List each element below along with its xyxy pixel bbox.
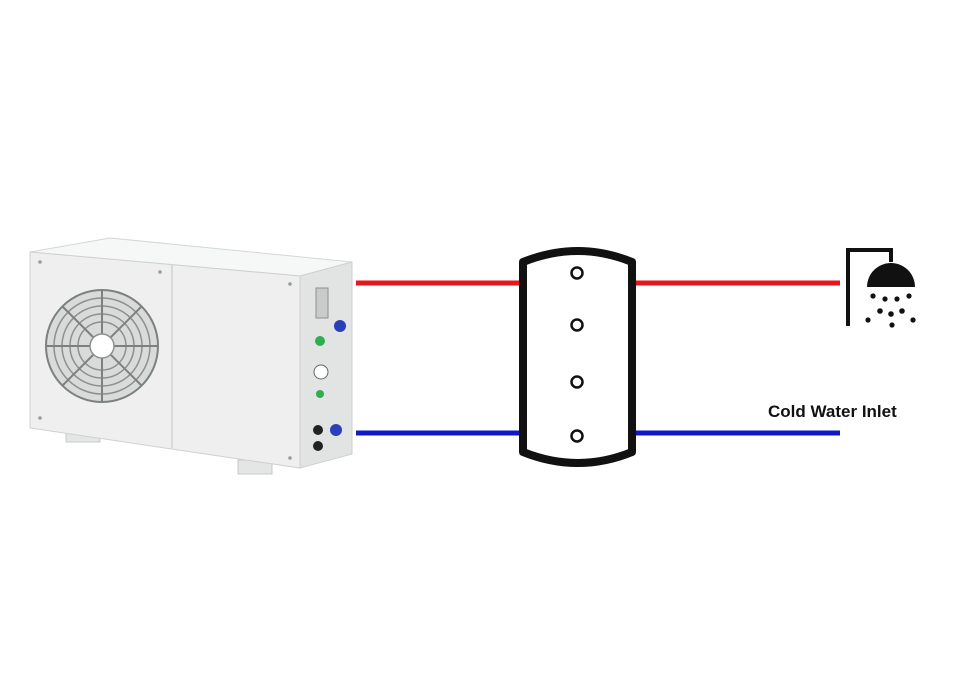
water-drop [877, 308, 883, 314]
shower-head [867, 263, 915, 287]
shower-icon [846, 248, 916, 328]
screw [288, 282, 292, 286]
pressure-gauge [313, 364, 329, 380]
water-drop [894, 296, 900, 302]
control-display [315, 287, 329, 319]
water-drop [888, 311, 894, 317]
port-dark-2 [313, 441, 323, 451]
tank-port [570, 429, 584, 443]
water-drop [889, 322, 895, 328]
connector-blue-top [334, 320, 346, 332]
water-drop [870, 293, 876, 299]
water-drop [882, 296, 888, 302]
water-drop [865, 317, 871, 323]
indicator-green-2 [316, 390, 324, 398]
indicator-green [315, 336, 325, 346]
water-drop [899, 308, 905, 314]
connector-blue-bottom [330, 424, 342, 436]
port-dark [313, 425, 323, 435]
screw [38, 260, 42, 264]
screw [38, 416, 42, 420]
screw [158, 270, 162, 274]
tank-port [570, 266, 584, 280]
fan-grille-icon [45, 289, 159, 403]
shower-pipe [846, 248, 893, 326]
water-drop [906, 293, 912, 299]
tank-port [570, 375, 584, 389]
cold-water-inlet-label: Cold Water Inlet [768, 402, 897, 421]
water-drop [910, 317, 916, 323]
tank-port [570, 318, 584, 332]
screw [288, 456, 292, 460]
heat-pump-icon [29, 237, 353, 475]
tank-body [519, 247, 636, 467]
tank-icon [519, 247, 636, 467]
pipes [356, 280, 840, 436]
